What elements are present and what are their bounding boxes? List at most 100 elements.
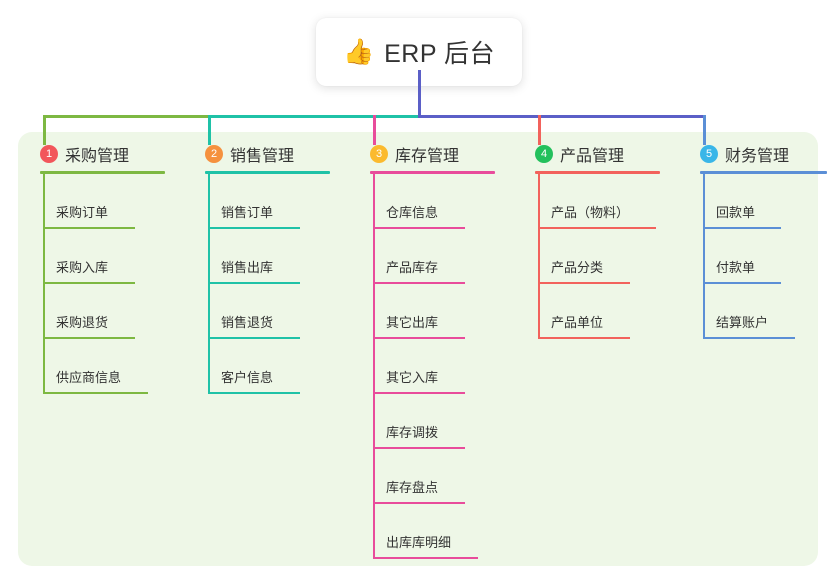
column-item-list: 仓库信息产品库存其它出库其它入库库存调拨库存盘点出库库明细 [350, 174, 520, 559]
mindmap-item-label: 产品（物料） [551, 205, 630, 220]
connector-drop [43, 115, 46, 145]
connector-bar-segment [208, 115, 418, 118]
mindmap-column: 4 产品管理产品（物料） 产品分类产品单位 [515, 142, 685, 339]
mindmap-item-label: 产品库存 [386, 260, 439, 275]
mindmap-item-line [373, 502, 465, 504]
mindmap-item[interactable]: 产品库存 [350, 229, 520, 284]
mindmap-item[interactable]: 仓库信息 [350, 174, 520, 229]
mindmap-item-line [208, 392, 300, 394]
column-spine [373, 174, 375, 559]
column-header[interactable]: 4 产品管理 [515, 142, 685, 166]
root-stem [418, 70, 421, 118]
column-spine [43, 174, 45, 394]
mindmap-item[interactable]: 其它出库 [350, 284, 520, 339]
mindmap-item[interactable]: 结算账户 [680, 284, 839, 339]
column-number-badge: 1 [40, 145, 58, 163]
column-underline [700, 171, 827, 174]
mindmap-item-line [208, 337, 300, 339]
mindmap-item-label: 销售退货 [221, 315, 274, 330]
column-spine [703, 174, 705, 339]
mindmap-item[interactable]: 销售订单 [185, 174, 355, 229]
column-spine [208, 174, 210, 394]
mindmap-item-line [538, 337, 630, 339]
mindmap-item-line [43, 392, 148, 394]
mindmap-item[interactable]: 客户信息 [185, 339, 355, 394]
mindmap-item-label: 供应商信息 [56, 370, 122, 385]
mindmap-item-line [208, 227, 300, 229]
mindmap-item-line [703, 227, 781, 229]
mindmap-item-label: 采购退货 [56, 315, 109, 330]
mindmap-item[interactable]: 库存调拨 [350, 394, 520, 449]
mindmap-item-label: 其它入库 [386, 370, 439, 385]
connector-bar-segment [418, 115, 706, 118]
column-item-list: 采购订单采购入库采购退货供应商信息 [20, 174, 190, 394]
mindmap-item-label: 付款单 [716, 260, 756, 275]
mindmap-item[interactable]: 回款单 [680, 174, 839, 229]
mindmap-item[interactable]: 销售退货 [185, 284, 355, 339]
mindmap-item-line [703, 282, 781, 284]
column-underline [40, 171, 165, 174]
connector-drop [538, 115, 541, 145]
mindmap-item-line [208, 282, 300, 284]
thumbs-up-icon: 👍 [342, 37, 375, 66]
mindmap-item-label: 出库库明细 [386, 535, 452, 550]
mindmap-item-label: 销售出库 [221, 260, 274, 275]
column-spine [538, 174, 540, 339]
column-number-badge: 2 [205, 145, 223, 163]
column-underline [370, 171, 495, 174]
mindmap-item-line [538, 282, 630, 284]
mindmap-item-label: 采购订单 [56, 205, 109, 220]
column-title: 采购管理 [65, 148, 130, 165]
mindmap-item[interactable]: 产品（物料） [515, 174, 685, 229]
column-item-list: 销售订单销售出库销售退货客户信息 [185, 174, 355, 394]
connector-drop [373, 115, 376, 145]
mindmap-item[interactable]: 付款单 [680, 229, 839, 284]
connector-bar-segment [43, 115, 208, 118]
root-node[interactable]: 👍 ERP 后台 [316, 18, 522, 86]
mindmap-item-label: 库存调拨 [386, 425, 439, 440]
connector-drop [703, 115, 706, 145]
mindmap-item[interactable]: 供应商信息 [20, 339, 190, 394]
column-title: 产品管理 [560, 148, 625, 165]
mindmap-item-label: 采购入库 [56, 260, 109, 275]
mindmap-item-line [373, 282, 465, 284]
mindmap-item-label: 产品单位 [551, 315, 604, 330]
mindmap-item[interactable]: 销售出库 [185, 229, 355, 284]
mindmap-item-line [373, 447, 465, 449]
mindmap-item-line [43, 337, 135, 339]
mindmap-item-line [373, 392, 465, 394]
column-item-list: 回款单付款单结算账户 [680, 174, 839, 339]
mindmap-item[interactable]: 采购订单 [20, 174, 190, 229]
column-number-badge: 4 [535, 145, 553, 163]
mindmap-item-label: 客户信息 [221, 370, 274, 385]
mindmap-item-line [703, 337, 795, 339]
column-item-list: 产品（物料） 产品分类产品单位 [515, 174, 685, 339]
mindmap-item-line [373, 227, 465, 229]
root-title: ERP 后台 [384, 40, 496, 68]
column-title: 财务管理 [725, 148, 790, 165]
mindmap-item[interactable]: 出库库明细 [350, 504, 520, 559]
mindmap-item-label: 产品分类 [551, 260, 604, 275]
mindmap-item[interactable]: 产品单位 [515, 284, 685, 339]
column-header[interactable]: 2 销售管理 [185, 142, 355, 166]
mindmap-item-label: 销售订单 [221, 205, 274, 220]
mindmap-item-line [373, 557, 478, 559]
column-header[interactable]: 1 采购管理 [20, 142, 190, 166]
mindmap-item-label: 仓库信息 [386, 205, 439, 220]
mindmap-item-line [373, 337, 465, 339]
mindmap-item-line [43, 282, 135, 284]
mindmap-panel [18, 132, 818, 566]
mindmap-item[interactable]: 产品分类 [515, 229, 685, 284]
mindmap-item[interactable]: 采购入库 [20, 229, 190, 284]
mindmap-item[interactable]: 采购退货 [20, 284, 190, 339]
mindmap-column: 2 销售管理销售订单销售出库销售退货客户信息 [185, 142, 355, 394]
mindmap-item-label: 库存盘点 [386, 480, 439, 495]
mindmap-item[interactable]: 其它入库 [350, 339, 520, 394]
column-title: 销售管理 [230, 148, 295, 165]
column-underline [535, 171, 660, 174]
mindmap-item[interactable]: 库存盘点 [350, 449, 520, 504]
